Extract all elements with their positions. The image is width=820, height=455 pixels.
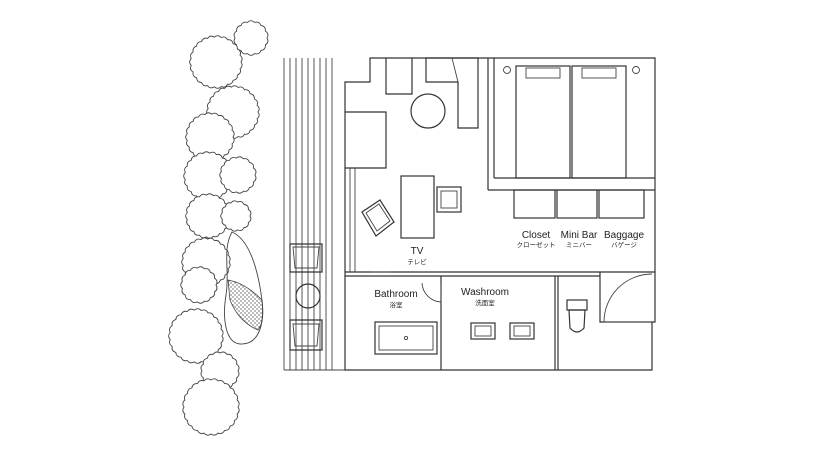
round-table	[410, 93, 446, 129]
terrace-table	[295, 283, 321, 309]
baggage-label: Baggage	[604, 230, 644, 241]
garden-path	[224, 231, 264, 345]
tree-canopy	[220, 200, 252, 232]
terrace-chair-bottom	[289, 319, 323, 351]
baggage-cabinet	[598, 189, 645, 219]
entrance-door	[603, 273, 653, 323]
bed-right	[571, 65, 627, 179]
garden-trees	[168, 20, 269, 436]
bathroom-label: Bathroom	[374, 289, 417, 300]
baggage-sublabel: バゲージ	[611, 240, 637, 249]
minibar-cabinet	[556, 189, 598, 219]
minibar-sublabel: ミニバー	[566, 241, 592, 249]
lounge-chair	[361, 199, 395, 237]
tree-canopy	[183, 151, 233, 201]
tree-canopy	[189, 35, 243, 89]
closet-sublabel: クローゼット	[517, 240, 556, 249]
wardrobe-unit	[345, 111, 387, 169]
bathtub	[374, 321, 438, 355]
tv-label: TV	[411, 246, 424, 257]
desk	[400, 175, 435, 239]
corner-sofa	[425, 57, 479, 129]
tree-canopy	[182, 378, 240, 436]
toilet	[566, 299, 588, 333]
washroom-label: Washroom	[461, 287, 509, 298]
closet-label: Closet	[522, 230, 551, 241]
bed-left	[515, 65, 571, 179]
minibar-label: Mini Bar	[561, 230, 598, 241]
tree-canopy	[185, 193, 231, 239]
desk-chair	[436, 186, 462, 213]
bedside-lamps	[503, 66, 640, 74]
wash-basins	[470, 322, 535, 340]
washroom-sublabel: 洗面室	[475, 298, 495, 307]
terrace-deck	[283, 58, 345, 371]
closet-cabinet	[513, 189, 556, 219]
tree-canopy	[180, 266, 218, 304]
sideboard	[385, 58, 413, 95]
bathroom-door	[421, 282, 442, 303]
tree-canopy	[233, 20, 269, 56]
tree-canopy	[219, 156, 257, 194]
terrace-chair-top	[289, 243, 323, 273]
tv-sublabel: テレビ	[407, 257, 427, 266]
bathroom-walls	[372, 271, 559, 370]
bathroom-sublabel: 浴室	[390, 300, 404, 309]
outer-walls	[344, 57, 656, 371]
